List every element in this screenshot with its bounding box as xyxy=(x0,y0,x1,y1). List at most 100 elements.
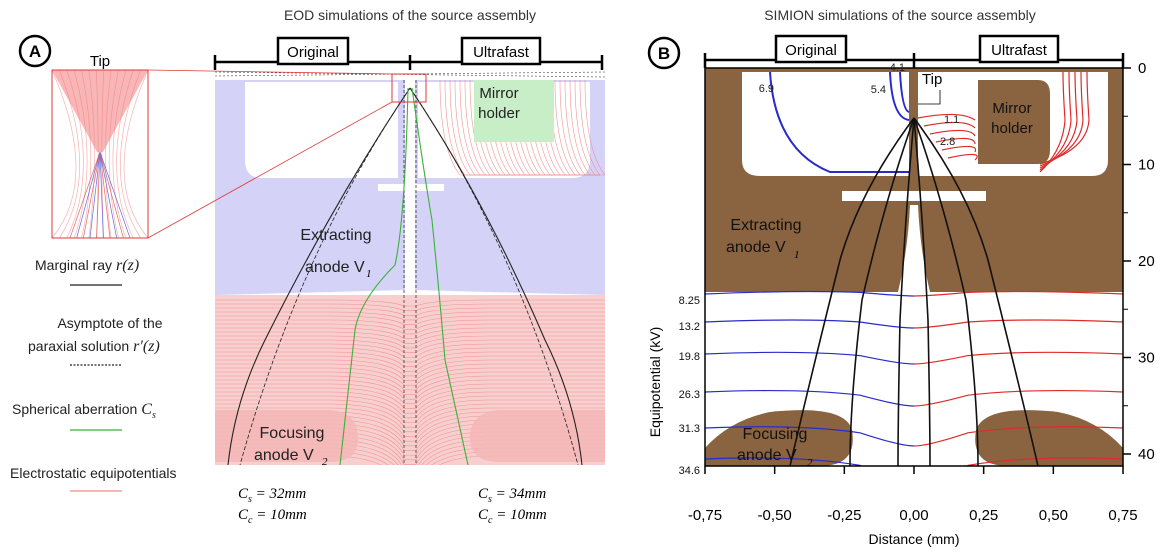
svg-text:Ultrafast: Ultrafast xyxy=(991,42,1048,59)
inset-ray xyxy=(99,151,118,238)
svg-text:B: B xyxy=(658,44,670,63)
equipotential-line xyxy=(215,395,605,419)
svg-text:34.6: 34.6 xyxy=(679,465,700,477)
svg-text:Ultrafast: Ultrafast xyxy=(473,44,530,61)
equipotential-curve-left xyxy=(889,71,910,121)
extracting-b-sub: 1 xyxy=(794,249,800,261)
inset-ray xyxy=(69,151,101,238)
svg-text:4.1: 4.1 xyxy=(890,62,905,74)
ray-bundle xyxy=(789,117,1039,466)
right-axis-tick-label: 40 xyxy=(1138,446,1155,463)
equipotential-line xyxy=(215,351,605,367)
extracting-b-label-2: anode V xyxy=(726,239,786,256)
equipotential-line xyxy=(215,391,605,414)
simion-simulation xyxy=(705,68,1123,466)
inset-ray xyxy=(99,151,124,238)
legend-asymptote-1: Asymptote of the xyxy=(57,315,162,331)
svg-text:2.8: 2.8 xyxy=(940,136,955,148)
spherical-aberration-lines xyxy=(339,87,469,465)
x-axis-tick-label: 0,50 xyxy=(1039,507,1068,524)
equipotential-line xyxy=(215,367,605,386)
svg-text:6.9: 6.9 xyxy=(759,83,774,95)
focusing-b-sub: 2 xyxy=(807,457,813,469)
equipotential-line xyxy=(215,399,605,423)
inset-ray xyxy=(82,151,101,238)
right-axis-tick-label: 30 xyxy=(1138,350,1155,367)
svg-text:13.2: 13.2 xyxy=(679,321,700,333)
equipotential-curve-left xyxy=(899,71,910,113)
equipotential-line xyxy=(215,411,605,437)
eod-simulation xyxy=(215,70,605,465)
svg-text:31.3: 31.3 xyxy=(679,423,700,435)
equipotential-curve-right xyxy=(1039,71,1090,165)
right-axis-tick-label: 0 xyxy=(1138,60,1146,77)
equipotential-curve-right xyxy=(913,319,1123,329)
mirror-holder-b xyxy=(978,80,1050,164)
extracting-label-1: Extracting xyxy=(300,227,371,244)
equipotential-line xyxy=(215,343,605,358)
panel-b: SIMION simulations of the source assembl… xyxy=(647,7,1155,547)
equipotential-line xyxy=(215,447,605,465)
inset-ray xyxy=(99,151,104,238)
equipotential-line xyxy=(215,347,605,363)
svg-text:A: A xyxy=(29,42,41,61)
equipotential-curve-right xyxy=(923,121,976,129)
equipotential-line xyxy=(459,79,600,176)
equipotential-line xyxy=(215,359,605,377)
panel-b-original-box: Original xyxy=(774,34,848,64)
mirror-holder xyxy=(474,80,554,142)
equipotential-line xyxy=(215,363,605,381)
equipotential-curve-right xyxy=(964,457,1123,466)
marginal-rays xyxy=(227,80,583,465)
focusing-label-1: Focusing xyxy=(260,425,325,442)
equipotential-values: 8.25 13.2 19.8 26.3 31.3 34.6 xyxy=(679,295,700,477)
equipotential-curve-right xyxy=(947,153,978,161)
equipotential-line xyxy=(449,79,600,176)
svg-text:Cc = 10mm: Cc = 10mm xyxy=(238,507,307,526)
x-axis-tick-label: -0,50 xyxy=(758,507,792,524)
equipotential-line xyxy=(215,355,605,372)
focusing-b-label-2: anode V xyxy=(737,447,797,464)
equipotential-line xyxy=(215,303,605,311)
equipotential-line xyxy=(215,307,605,316)
inset-equipotential xyxy=(52,70,77,238)
right-coefficients: Cs = 34mm Cc = 10mm xyxy=(478,486,547,526)
inset-ray xyxy=(99,151,111,238)
equipotential-line xyxy=(215,319,605,330)
equipotential-line xyxy=(215,407,605,433)
equipotential-line xyxy=(215,383,605,405)
panel-a-title: EOD simulations of the source assembly xyxy=(284,7,536,23)
inset-ray xyxy=(99,151,131,238)
legend-equipotential: Electrostatic equipotentials xyxy=(10,465,177,481)
x-axis-tick-label: 0,00 xyxy=(899,507,928,524)
equipotential-line xyxy=(215,315,605,325)
equipotential-line xyxy=(215,451,605,465)
panel-a: EOD simulations of the source assembly A… xyxy=(10,7,605,526)
equipotential-line xyxy=(215,311,605,321)
equipotential-line xyxy=(215,335,605,349)
mirror-holder-label-1: Mirror xyxy=(479,85,518,102)
svg-text:Cs = 34mm: Cs = 34mm xyxy=(478,486,546,505)
equipotential-curve-left xyxy=(705,457,864,466)
equipotential-line xyxy=(215,423,605,451)
svg-text:Cc = 10mm: Cc = 10mm xyxy=(478,507,547,526)
focusing-label-2: anode V xyxy=(254,447,314,464)
equipotential-line xyxy=(215,331,605,344)
equipotential-curve-right xyxy=(935,137,976,145)
panel-b-scale-bar xyxy=(703,53,1125,68)
panel-a-original-box: Original xyxy=(276,36,350,66)
tip-inset: Tip xyxy=(51,53,393,239)
svg-text:1.1: 1.1 xyxy=(944,114,959,126)
equipotential-line xyxy=(215,339,605,353)
equipotential-line xyxy=(215,371,605,391)
x-axis-label: Distance (mm) xyxy=(868,531,959,547)
equipotential-curve-right xyxy=(913,290,1123,297)
equipotential-line xyxy=(454,79,600,176)
equipotential-line xyxy=(215,327,605,339)
